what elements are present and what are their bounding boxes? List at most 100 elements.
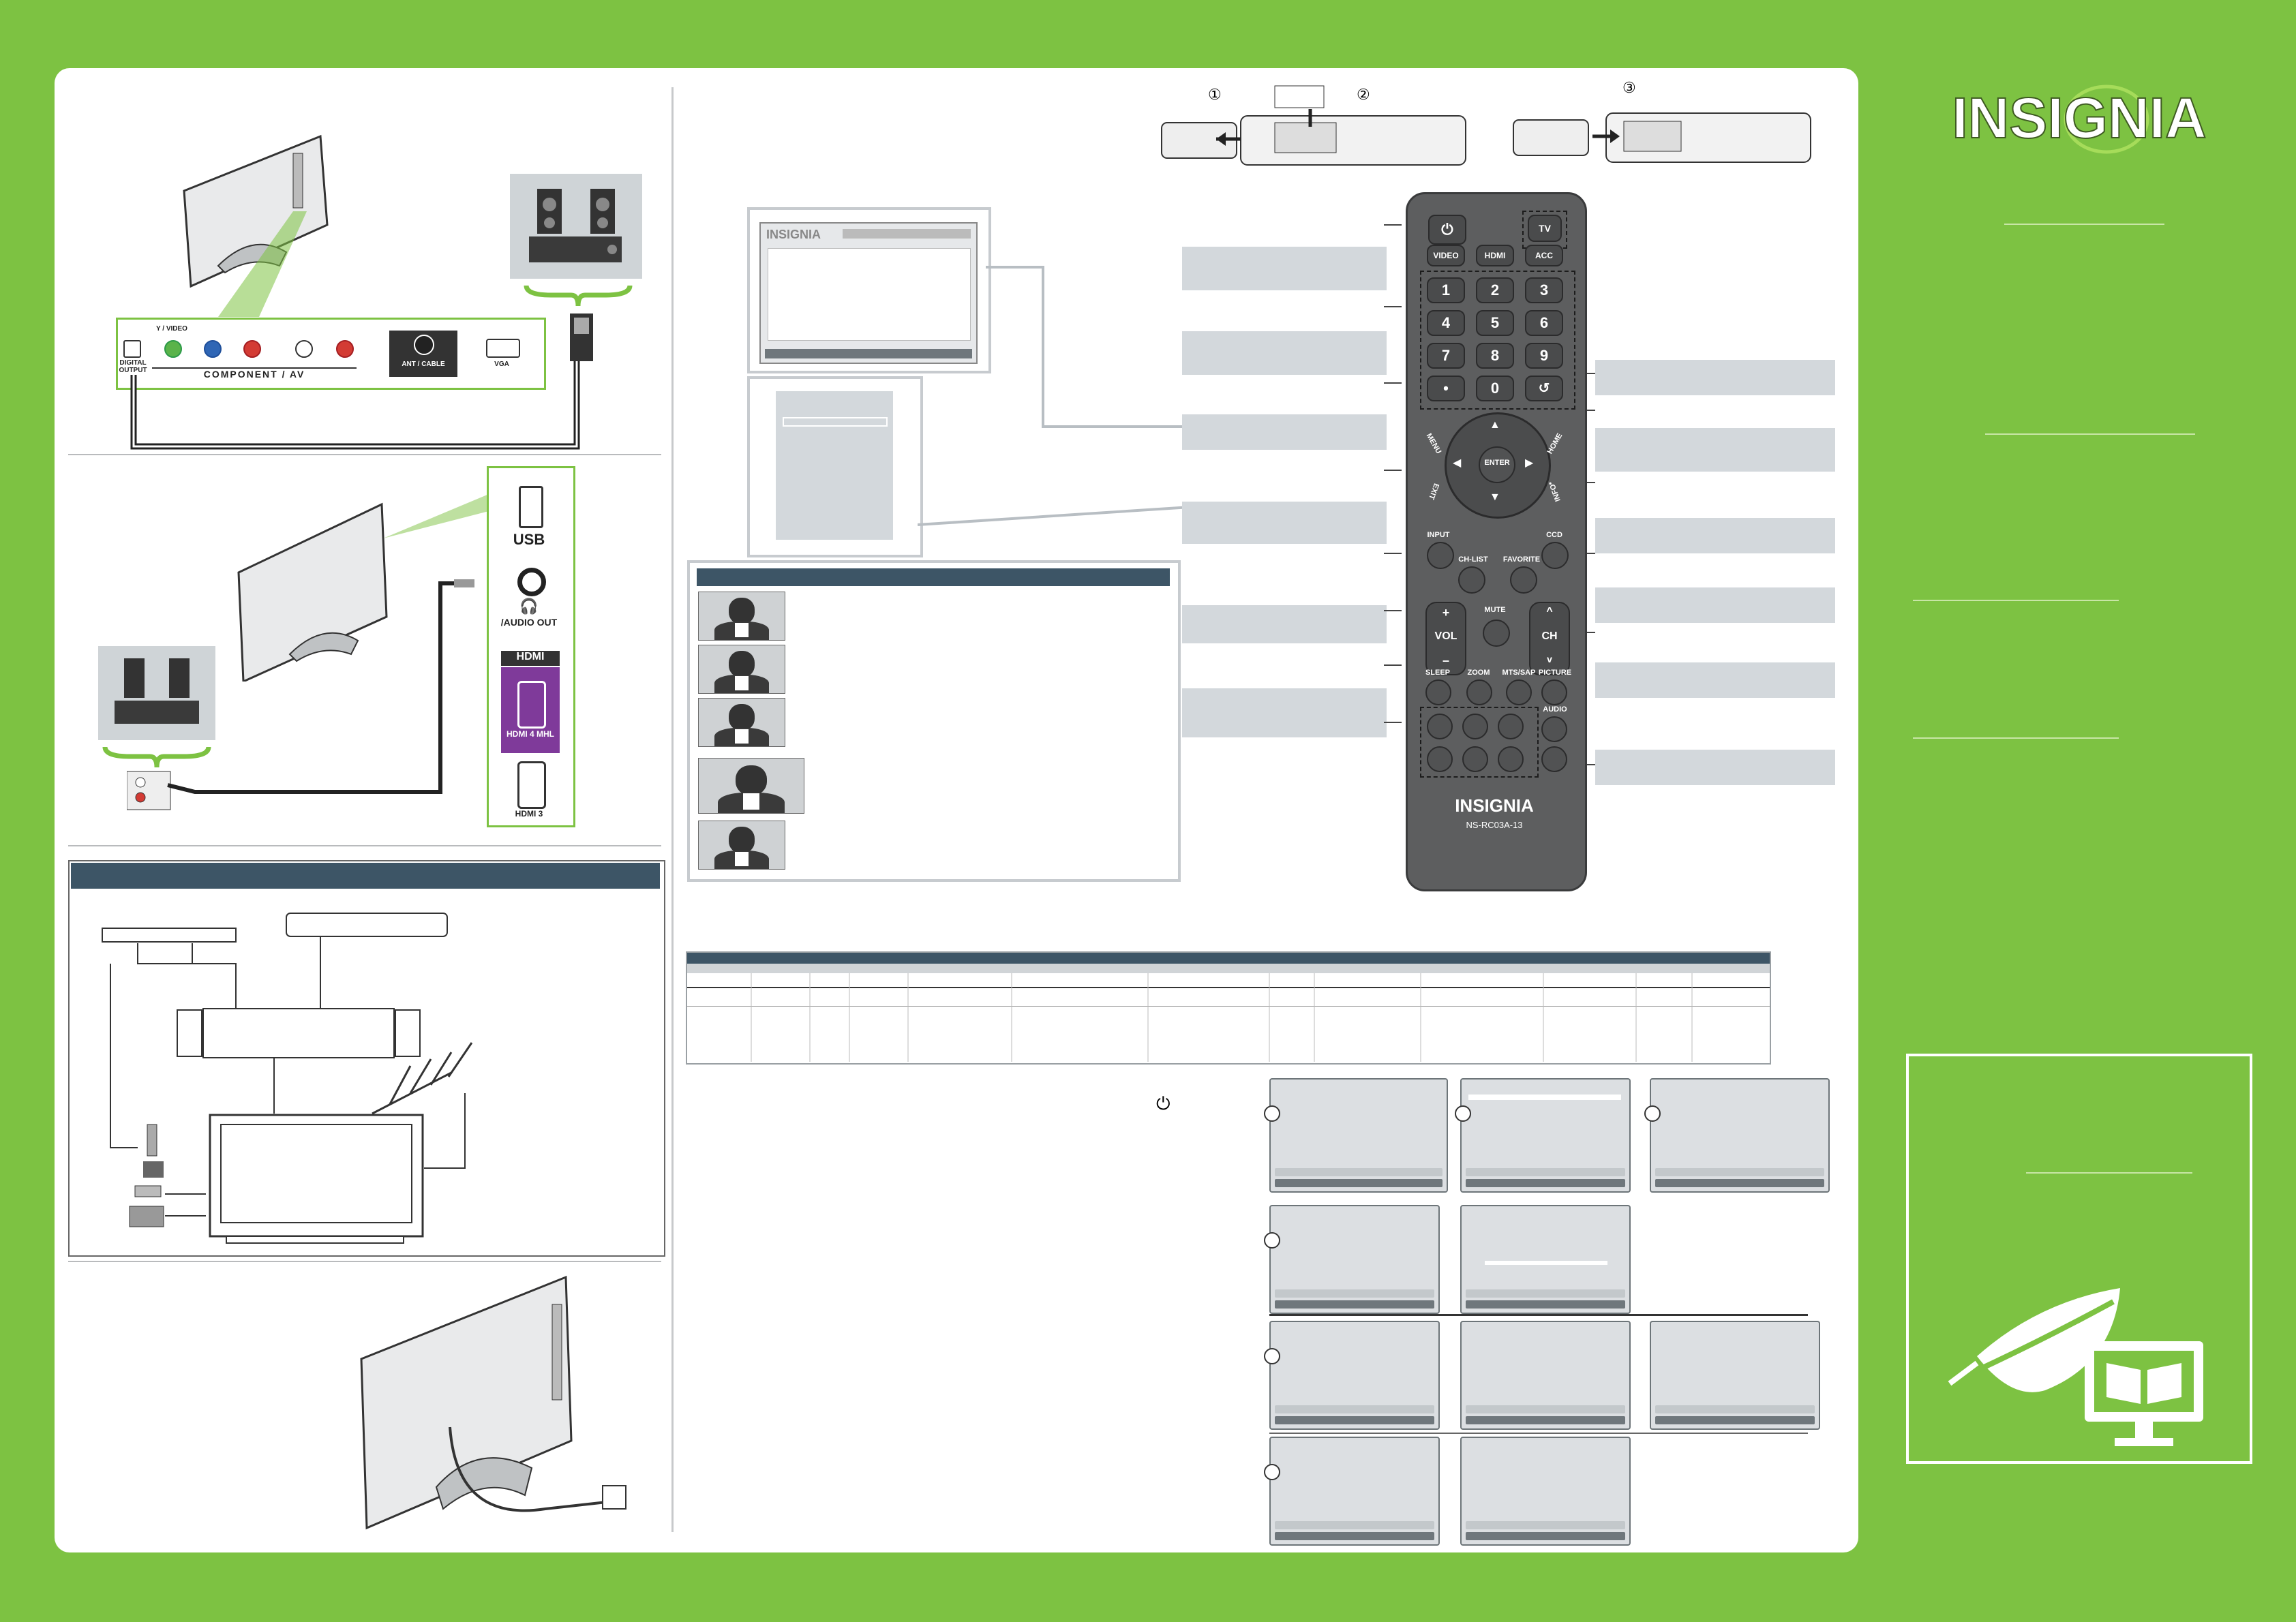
callout-left-1 xyxy=(1182,247,1387,290)
menu-logo: INSIGNIA xyxy=(766,228,821,241)
audio-label: AUDIO xyxy=(1543,705,1567,714)
favorite-button[interactable] xyxy=(1510,566,1537,594)
callout-right-3 xyxy=(1595,518,1835,553)
digit-4[interactable]: 4 xyxy=(1427,310,1465,336)
digit-7[interactable]: 7 xyxy=(1427,343,1465,369)
optical-cable xyxy=(127,313,597,457)
picture-button[interactable] xyxy=(1541,679,1567,705)
setup-screen-9 xyxy=(1264,1437,1440,1546)
ant-cable-label: ANT / CABLE xyxy=(402,361,445,368)
tv-power-drawing xyxy=(360,1275,626,1530)
power-button[interactable]: ⏻ xyxy=(1428,215,1466,245)
callout-right-2 xyxy=(1595,428,1835,472)
remote-control: ⏻ TV VIDEO HDMI ACC 1 2 3 4 5 6 7 8 9 • … xyxy=(1406,192,1587,891)
power-icon-text: ⏻ xyxy=(1156,1093,1170,1114)
headphone-icon: 🎧 xyxy=(519,598,539,615)
arrow-up-icon[interactable]: ▲ xyxy=(1490,419,1500,431)
zoom-modes-box xyxy=(687,560,1181,882)
video-button[interactable]: VIDEO xyxy=(1427,245,1465,266)
mtssap-button[interactable] xyxy=(1506,679,1532,705)
chlist-selected xyxy=(783,417,888,427)
enter-button[interactable] xyxy=(1479,446,1515,483)
speaker-system-1 xyxy=(510,174,642,279)
tv-back-illustration xyxy=(235,498,392,684)
zoom-cinema-image xyxy=(698,758,804,814)
previous-button[interactable] xyxy=(1498,746,1524,772)
sleep-button[interactable] xyxy=(1425,679,1451,705)
digit-0[interactable]: 0 xyxy=(1476,376,1514,401)
headphone-jack xyxy=(517,568,546,596)
dot-button[interactable]: • xyxy=(1427,376,1465,401)
digit-9[interactable]: 9 xyxy=(1525,343,1563,369)
digit-2[interactable]: 2 xyxy=(1476,277,1514,303)
mute-label: MUTE xyxy=(1484,606,1506,614)
mute-button[interactable] xyxy=(1483,619,1510,647)
component-label: COMPONENT / AV xyxy=(203,369,305,380)
zoom-button[interactable] xyxy=(1466,679,1492,705)
vol-plus: + xyxy=(1442,606,1450,619)
hdmi3-label: HDMI 3 xyxy=(515,809,543,818)
ant-cable-port xyxy=(414,335,434,355)
ch-down: v xyxy=(1547,654,1552,664)
menu-label[interactable]: MENU xyxy=(1424,431,1443,456)
vol-label: VOL xyxy=(1434,630,1457,642)
setup-screen-2 xyxy=(1455,1078,1631,1193)
arrow-right-icon[interactable]: ▶ xyxy=(1525,457,1534,469)
home-label[interactable]: HOME xyxy=(1545,431,1565,456)
ch-rocker[interactable] xyxy=(1529,602,1570,675)
section-header-bar xyxy=(71,863,660,889)
recall-button[interactable]: ↺ xyxy=(1525,376,1563,401)
zoom-lines xyxy=(205,204,314,320)
digit-3[interactable]: 3 xyxy=(1525,277,1563,303)
digit-8[interactable]: 8 xyxy=(1476,343,1514,369)
sleep-label: SLEEP xyxy=(1425,669,1451,677)
spec-table-grid xyxy=(751,973,1693,1062)
chlist-thumb xyxy=(747,376,923,557)
audio-button[interactable] xyxy=(1541,716,1567,742)
callout-left-5 xyxy=(1182,605,1387,643)
exit-label[interactable]: EXIT xyxy=(1427,482,1440,501)
component-label-bar: COMPONENT / AV xyxy=(152,367,357,382)
menu-screen: INSIGNIA xyxy=(759,222,978,364)
callout-left-6 xyxy=(1182,688,1387,737)
rca-cable xyxy=(126,572,481,818)
vol-rocker[interactable] xyxy=(1425,602,1466,675)
hdmi-button[interactable]: HDMI xyxy=(1476,245,1514,266)
next-button[interactable] xyxy=(1541,746,1567,772)
play-button[interactable] xyxy=(1427,714,1453,739)
arrow-down-icon[interactable]: ▼ xyxy=(1490,491,1500,503)
digit-6[interactable]: 6 xyxy=(1525,310,1563,336)
digit-1[interactable]: 1 xyxy=(1427,277,1465,303)
setup-screen-4 xyxy=(1264,1205,1440,1314)
menu-screen-thumb: INSIGNIA xyxy=(747,207,991,373)
zoom-header xyxy=(697,568,1170,586)
ch-up: ^ xyxy=(1546,606,1553,617)
callout-right-4 xyxy=(1595,587,1835,623)
ccd-button[interactable] xyxy=(1541,542,1569,569)
digit-5[interactable]: 5 xyxy=(1476,310,1514,336)
stop-button[interactable] xyxy=(1498,714,1524,739)
rewind-button[interactable] xyxy=(1427,746,1453,772)
acc-button[interactable]: ACC xyxy=(1525,245,1563,266)
battery-step-2: ② xyxy=(1357,86,1370,103)
menu-body xyxy=(768,248,971,341)
usb-label: USB xyxy=(513,531,545,548)
remote-model: NS-RC03A-13 xyxy=(1466,820,1523,830)
vga-label: VGA xyxy=(494,361,509,368)
fast-forward-button[interactable] xyxy=(1462,746,1488,772)
connector-line xyxy=(917,506,1191,526)
arrow-left-icon[interactable]: ◀ xyxy=(1453,457,1462,469)
side-rule xyxy=(1913,737,2119,739)
zoom-normal-image xyxy=(698,592,785,641)
side-rule xyxy=(1913,600,2119,601)
info-label[interactable]: INFO* xyxy=(1547,480,1562,503)
section-rule xyxy=(68,1261,661,1262)
yvideo-port xyxy=(164,340,182,358)
pause-button[interactable] xyxy=(1462,714,1488,739)
input-button[interactable] xyxy=(1427,542,1454,569)
chlist-button[interactable] xyxy=(1458,566,1485,594)
hdmi-logo-box: HDMI xyxy=(501,651,560,666)
side-rule xyxy=(2004,224,2164,225)
tv-button[interactable]: TV xyxy=(1528,215,1562,242)
input-label: INPUT xyxy=(1427,531,1450,539)
